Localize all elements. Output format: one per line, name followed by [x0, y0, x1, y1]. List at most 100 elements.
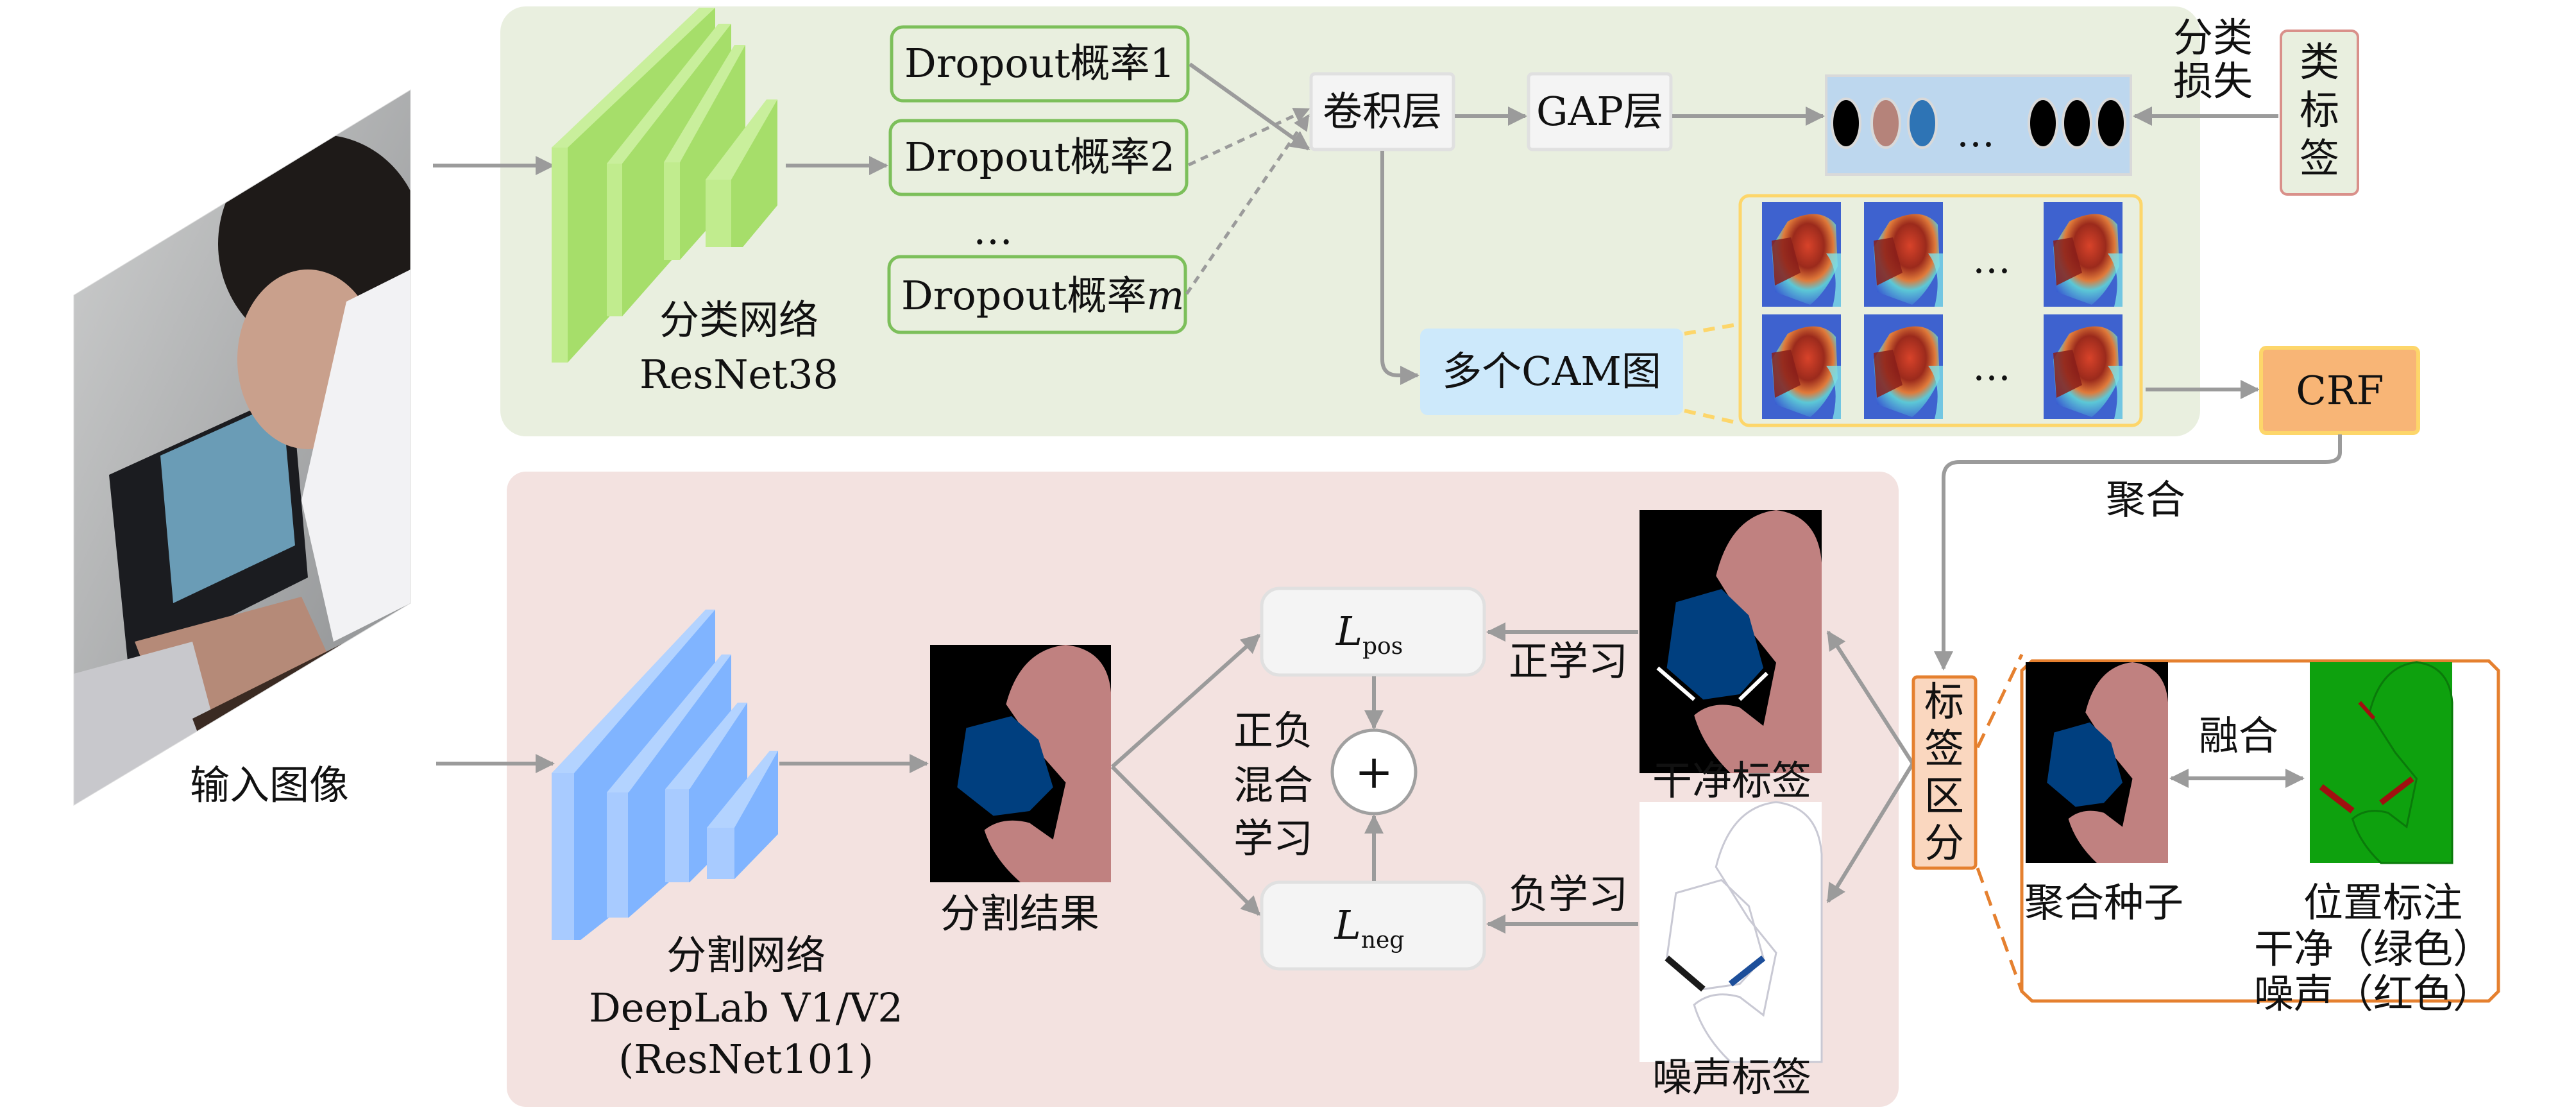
input-image	[73, 89, 411, 806]
class-score-dot	[1907, 98, 1938, 149]
plus-symbol: +	[1355, 745, 1393, 799]
arrow-result-to-lneg	[1110, 765, 1261, 916]
gap-layer-label: GAP层	[1536, 88, 1663, 135]
position-annotation-label: 位置标注	[2303, 879, 2462, 926]
aggregated-seed-label: 聚合种子	[2024, 879, 2183, 926]
cam-maps-group: … …	[1738, 194, 2143, 427]
dropout-ellipsis: …	[973, 207, 1013, 253]
cam-map-tile	[2044, 202, 2123, 307]
multi-cam-box	[1420, 329, 1683, 415]
label-discrimination-char-3: 区	[1924, 773, 1964, 819]
dropout-box-2: Dropout概率2	[888, 119, 1189, 196]
cam-map-tile	[1864, 202, 1943, 307]
mixed-learning-line2: 混合	[1233, 762, 1313, 808]
class-label-char-3: 签	[2300, 135, 2339, 182]
arrow-discrimination-to-clean	[1826, 630, 1915, 765]
mixed-learning-line1: 正负	[1233, 707, 1313, 754]
loss-neg-symbol: L	[1334, 902, 1361, 948]
cam-map-tile	[1762, 314, 1841, 419]
arrow-conv-to-cam	[1380, 151, 1419, 385]
arrow-dropoutm-to-conv	[1185, 114, 1310, 295]
conv-layer-label: 卷积层	[1323, 88, 1442, 135]
dropout-box-2-suffix: 2	[1150, 133, 1175, 180]
classification-network-name: 分类网络	[659, 296, 818, 343]
svg-text:Lneg: Lneg	[1334, 902, 1405, 954]
arrow-dropout1-to-conv	[1189, 62, 1310, 151]
arrow-crf-to-discrimination	[1934, 434, 2342, 671]
noise-red-note: 噪声（红色）	[2254, 970, 2493, 1017]
segmentation-network-icon	[552, 610, 778, 940]
cam-map-tile	[2044, 314, 2123, 419]
clean-label-image	[1640, 510, 1822, 773]
loss-pos-box	[1260, 586, 1486, 677]
dropout-box-1-suffix: 1	[1150, 40, 1175, 87]
clean-green-note: 干净（绿色）	[2254, 925, 2493, 972]
arrow-dropout2-to-conv	[1187, 107, 1310, 167]
label-discrimination-char-4: 分	[1924, 819, 1964, 866]
crf-label: CRF	[2296, 367, 2384, 414]
loss-neg-box	[1260, 880, 1486, 971]
classification-network-model: ResNet38	[640, 351, 838, 398]
dropout-box-1: Dropout概率1	[890, 25, 1190, 103]
vector-ellipsis: …	[1956, 111, 1995, 156]
label-discrimination-char-2: 签	[1924, 725, 1964, 772]
class-score-dot	[2028, 98, 2058, 149]
cam-map-tile	[1762, 202, 1841, 307]
classification-network-icon	[552, 8, 777, 363]
class-score-dot	[2096, 98, 2126, 149]
detail-zoom-line-top	[1976, 653, 2024, 749]
cam-ellipsis-row2: …	[1972, 345, 2011, 389]
crf-box	[2259, 346, 2420, 435]
cam-map-tile	[1864, 314, 1943, 419]
dropout-box-1-prefix: Dropout概率	[904, 40, 1150, 87]
loss-pos-subscript: pos	[1362, 633, 1403, 660]
noisy-label-image	[1640, 801, 1823, 1063]
fusion-label: 融合	[2199, 712, 2278, 759]
input-image-label: 输入图像	[190, 762, 349, 808]
class-score-dot	[2062, 98, 2092, 149]
clean-label-caption: 干净标签	[1652, 757, 1811, 804]
dropout-box-m: Dropout概率m	[887, 255, 1187, 334]
segmentation-network-backbone: (ResNet101)	[618, 1036, 874, 1082]
svg-text:Dropout概率2: Dropout概率2	[904, 133, 1175, 180]
segmentation-result-label: 分割结果	[940, 890, 1099, 937]
label-discrimination-box	[1911, 675, 1978, 870]
label-discrimination-detail: 融合 聚合种子 位置标注 干净（绿色） 噪声（红色）	[2020, 659, 2500, 1017]
positive-learning-label: 正学习	[1509, 638, 1628, 685]
arrow-discrimination-to-noisy	[1826, 762, 1915, 903]
multi-cam-label: 多个CAM图	[1442, 348, 1661, 395]
conv-layer-box	[1309, 72, 1455, 151]
mixed-learning-line3: 学习	[1233, 815, 1313, 862]
dropout-box-m-prefix: Dropout概率	[901, 272, 1147, 319]
aggregate-label: 聚合	[2106, 476, 2185, 523]
cam-zoom-line-top	[1684, 322, 1741, 336]
aggregated-seed-image	[2026, 662, 2168, 863]
cam-ellipsis-row1: …	[1972, 237, 2011, 282]
dropout-box-m-suffix: m	[1147, 272, 1185, 319]
sum-node	[1330, 728, 1418, 816]
classification-loss-line2: 损失	[2173, 58, 2253, 105]
class-label-char-1: 类	[2300, 38, 2339, 85]
cam-zoom-line-bottom	[1684, 409, 1741, 425]
class-score-dot	[1870, 98, 1901, 149]
segmentation-network-name: 分割网络	[666, 932, 826, 979]
class-label-box	[2280, 30, 2359, 196]
svg-text:Dropout概率1: Dropout概率1	[904, 40, 1175, 87]
gap-layer-box	[1527, 72, 1673, 151]
label-discrimination-char-1: 标	[1924, 678, 1964, 725]
class-score-dot	[1831, 98, 1861, 149]
dropout-box-2-prefix: Dropout概率	[904, 133, 1150, 180]
svg-text:Lpos: Lpos	[1335, 608, 1403, 660]
detail-zoom-line-bottom	[1976, 868, 2024, 992]
position-annotation-image	[2310, 661, 2453, 864]
class-score-vector: …	[1825, 74, 2132, 176]
arrow-result-to-lpos	[1110, 633, 1261, 769]
segmentation-network-model: DeepLab V1/V2	[589, 984, 903, 1031]
negative-learning-label: 负学习	[1509, 871, 1628, 918]
loss-pos-symbol: L	[1335, 608, 1362, 654]
class-label-char-2: 标	[2300, 87, 2339, 133]
segmentation-result-image	[930, 645, 1111, 882]
loss-neg-subscript: neg	[1361, 927, 1405, 954]
svg-text:Dropout概率m: Dropout概率m	[901, 272, 1184, 319]
